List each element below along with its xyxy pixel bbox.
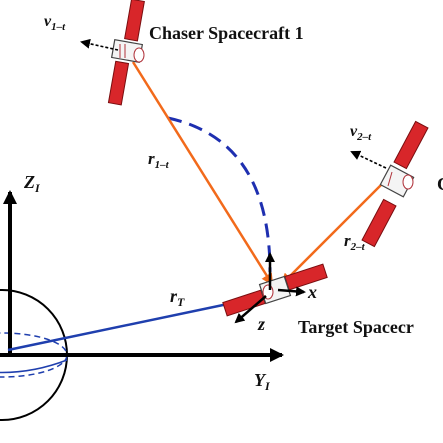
- v2-label: v2–t: [350, 123, 372, 143]
- relative-angle-arc: [167, 116, 272, 273]
- chaser-spacecraft-1: [107, 0, 145, 106]
- velocity-vector-v1: [80, 38, 119, 51]
- velocity-vector-v2: [350, 150, 387, 169]
- r1-label: r1–t: [148, 149, 170, 171]
- chaser-1-label: Chaser Spacecraft 1: [149, 23, 304, 43]
- relative-vector-r1: [131, 61, 274, 286]
- x-axis-label: x: [307, 282, 317, 302]
- chaser-spacecraft-2: [361, 120, 429, 248]
- YI-label: YI: [254, 370, 271, 393]
- relative-vector-r2: [280, 173, 393, 286]
- chaser-2-label-fragment: C: [437, 174, 443, 194]
- target-local-z-axis: [234, 295, 267, 324]
- ZI-label: ZI: [23, 172, 41, 195]
- target-label: Target Spacecr: [298, 317, 414, 337]
- rT-label: rT: [170, 286, 185, 309]
- target-local-x-axis: [277, 286, 306, 297]
- r2-label: r2–t: [344, 231, 366, 253]
- z-axis-label: z: [257, 314, 265, 334]
- target-position-vector: [7, 292, 268, 352]
- v1-label: v1–t: [44, 13, 66, 33]
